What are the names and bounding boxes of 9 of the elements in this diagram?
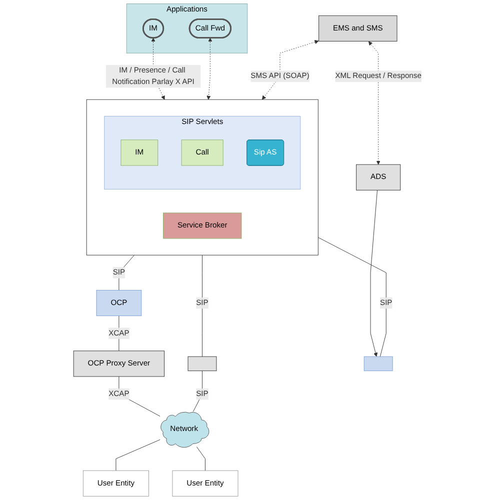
node-box [364,356,393,372]
connector [192,370,202,412]
cluster [86,99,318,256]
connector [118,316,120,352]
connector [118,376,160,416]
node-box [188,356,217,372]
connector [318,237,386,357]
connector [116,439,160,471]
connector [196,446,206,471]
